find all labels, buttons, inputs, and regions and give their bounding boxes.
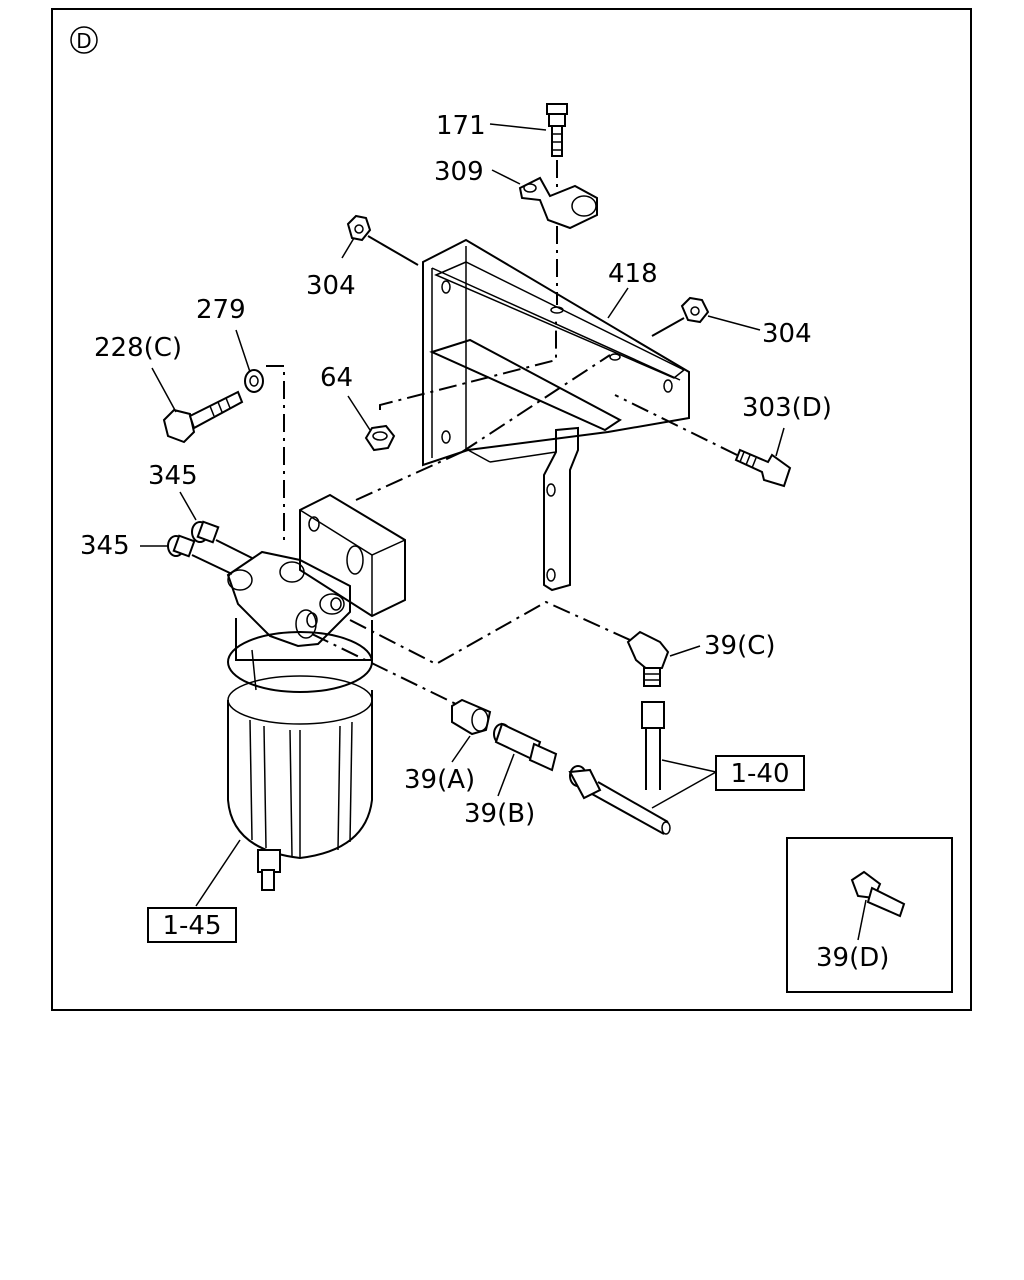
elbow-fitting-icon (626, 630, 670, 687)
plug-icon (191, 520, 220, 544)
label-39c: 39(C) (704, 631, 776, 661)
ref-box-1-45 (147, 907, 237, 943)
pipe-icon (641, 701, 665, 790)
bolt-icon (546, 103, 568, 157)
label-345-top: 345 (148, 461, 198, 491)
label-39a: 39(A) (404, 765, 475, 795)
label-64: 64 (320, 363, 353, 393)
label-39d: 39(D) (816, 943, 889, 973)
label-345-left: 345 (80, 531, 130, 561)
label-303d: 303(D) (742, 393, 832, 423)
diagram-frame (51, 8, 972, 1011)
bolt-icon (734, 448, 792, 488)
connector-icon (451, 698, 492, 736)
nut-icon (680, 296, 710, 324)
bolt-icon (162, 390, 244, 444)
view-marker-letter: D (76, 29, 91, 53)
filter-mount-icon (299, 493, 406, 618)
detail-inset (786, 837, 953, 993)
connector-icon (850, 870, 906, 918)
label-1-45: 1-45 (162, 911, 221, 941)
plug-icon (167, 534, 196, 558)
label-279: 279 (196, 295, 246, 325)
label-304-left: 304 (306, 271, 356, 301)
label-1-40: 1-40 (730, 759, 789, 789)
label-171: 171 (436, 111, 486, 141)
ref-box-1-40 (715, 755, 805, 791)
label-309: 309 (434, 157, 484, 187)
label-39b: 39(B) (464, 799, 535, 829)
connector-icon (493, 722, 558, 772)
label-228c: 228(C) (94, 333, 182, 363)
nut-icon (364, 424, 396, 452)
nut-icon (346, 214, 372, 242)
label-418: 418 (608, 259, 658, 289)
pipe-icon (568, 765, 671, 835)
view-marker: D (70, 26, 98, 54)
leader-lines (140, 123, 867, 941)
fuel-filter-icon (226, 550, 373, 891)
label-304-right: 304 (762, 319, 812, 349)
washer-icon (244, 369, 264, 393)
clamp-icon (518, 176, 598, 230)
